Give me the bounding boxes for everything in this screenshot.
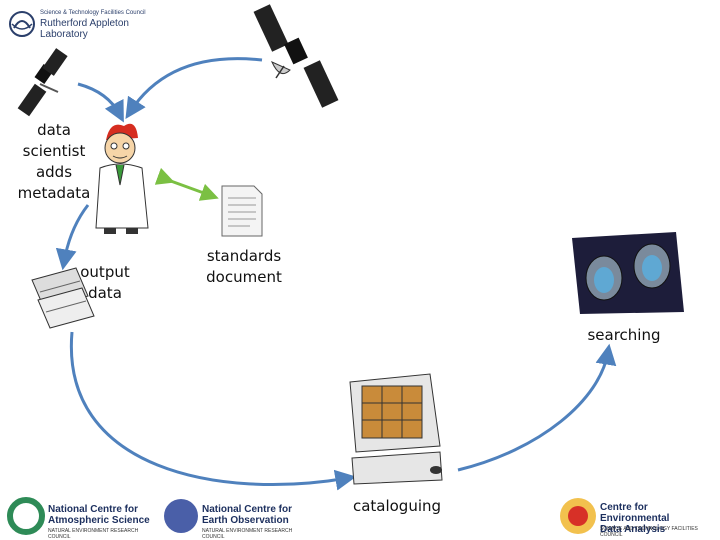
arrow-scientist-standards: [168, 180, 212, 196]
ncas-logo-icon: [10, 500, 42, 532]
document-icon: [222, 186, 262, 236]
nceo-subtitle: NATURAL ENVIRONMENT RESEARCH COUNCIL: [202, 528, 310, 540]
satellite-left-icon: [18, 48, 68, 116]
ncas-subtitle: NATURAL ENVIRONMENT RESEARCH COUNCIL: [48, 528, 158, 540]
arrow-scientist-to-output: [64, 205, 88, 262]
catalogue-computer-icon: [350, 374, 442, 484]
arrow-sat1-to-scientist: [78, 84, 120, 115]
nceo-title: National Centre for Earth Observation: [202, 504, 292, 526]
cataloguing-label: cataloguing: [346, 496, 448, 517]
council-line: Science & Technology Facilities Council: [40, 10, 146, 16]
output-data-label: output data: [74, 262, 136, 304]
scientist-label: data scientist adds metadata: [12, 120, 96, 204]
scientist-icon: [96, 124, 148, 234]
nceo-logo-icon: [164, 499, 198, 533]
searching-label: searching: [582, 325, 666, 346]
arrow-output-to-catalogue: [71, 332, 348, 485]
arrow-catalogue-to-searching: [458, 352, 608, 470]
ceda-logo: Centre for Environmental Data Analysis S…: [598, 496, 716, 536]
ncas-logo: National Centre for Atmospheric Science …: [46, 496, 158, 536]
ral-logo: Science & Technology Facilities Council …: [6, 8, 176, 44]
arrow-sat2-to-scientist: [130, 59, 262, 112]
ceda-subtitle: SCIENCE AND TECHNOLOGY FACILITIES COUNCI…: [600, 526, 716, 538]
satellite-right-icon: [254, 4, 339, 107]
binoculars-icon: [572, 232, 684, 314]
nceo-logo: National Centre for Earth Observation NA…: [200, 496, 310, 536]
standards-document-label: standards document: [196, 246, 292, 288]
ncas-title: National Centre for Atmospheric Science: [48, 504, 150, 526]
lab-name: Rutherford Appleton Laboratory: [40, 18, 176, 40]
